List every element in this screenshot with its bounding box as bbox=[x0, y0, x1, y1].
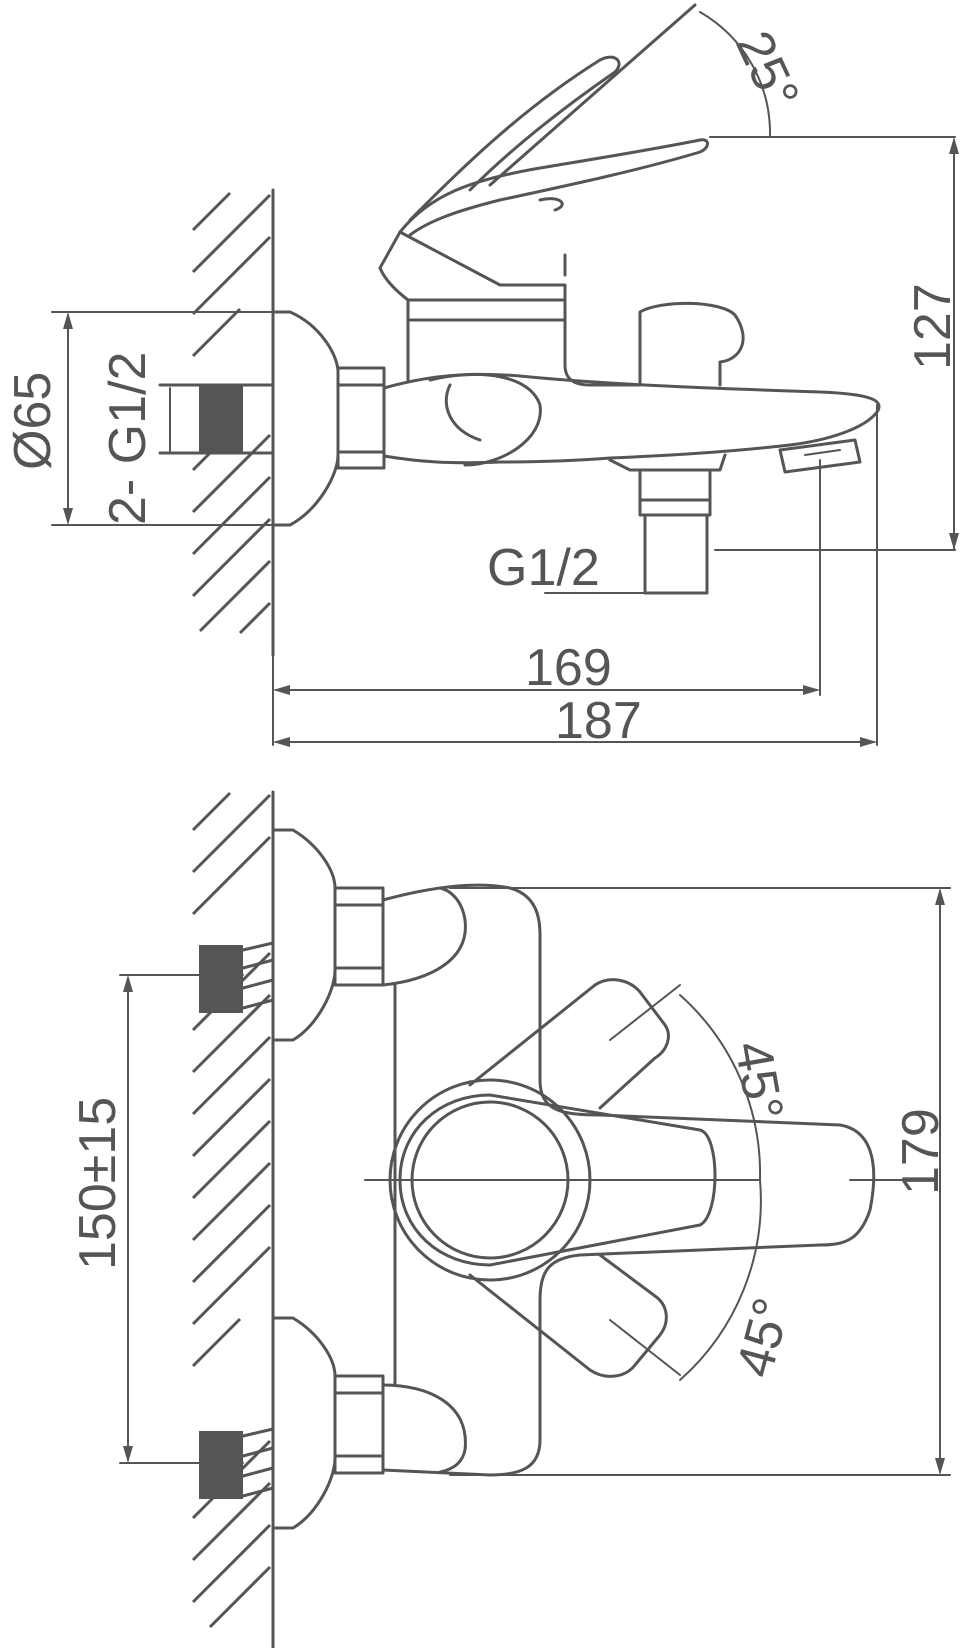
lower-flange-top bbox=[199, 1316, 385, 1530]
dim-length-169: 169 bbox=[525, 639, 612, 697]
inlet-thread-side bbox=[199, 385, 243, 453]
dim-length-187: 187 bbox=[555, 692, 642, 750]
dimension-lines-top bbox=[119, 887, 951, 1476]
dim-height-127: 127 bbox=[904, 283, 960, 370]
dim-inlet-thread: 2- G1/2 bbox=[99, 352, 157, 525]
dim-outlet-thread: G1/2 bbox=[487, 539, 600, 597]
wall-hatch-bottom bbox=[191, 790, 275, 1648]
upper-inlet-thread bbox=[199, 945, 243, 1013]
dim-inlet-spacing: 150±15 bbox=[69, 1097, 127, 1270]
top-view: 150±15 179 45° 45° bbox=[69, 790, 951, 1648]
dim-angle-45-upper: 45° bbox=[723, 1037, 794, 1125]
lever-positions-top bbox=[468, 978, 762, 1381]
dim-angle-25: 25° bbox=[724, 23, 810, 119]
dim-flange-diameter: Ø65 bbox=[4, 372, 62, 470]
dim-depth-179: 179 bbox=[892, 1108, 950, 1195]
lower-inlet-thread bbox=[199, 1431, 243, 1499]
mixer-body-side bbox=[382, 301, 881, 595]
lever-handle-side bbox=[378, 3, 709, 322]
upper-flange-top bbox=[199, 828, 385, 1042]
dimension-lines-side bbox=[51, 11, 959, 747]
side-view: 25° 127 Ø65 2- G1/2 G1/2 169 187 bbox=[4, 3, 960, 750]
wall-flange-side bbox=[158, 310, 386, 527]
